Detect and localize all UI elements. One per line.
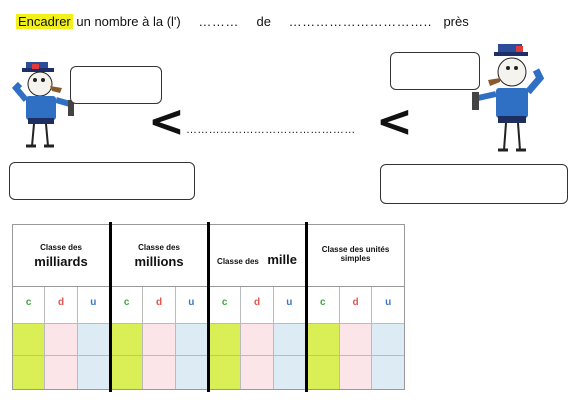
class-unites-simples: Classe des unités simples c d u [306,224,405,390]
upper-answer-box[interactable] [380,164,568,204]
cell[interactable] [45,355,77,389]
class-mille: Classe des mille c d u [208,224,306,390]
cell[interactable] [372,323,405,356]
cell[interactable] [339,323,372,356]
policeman-right-illustration [472,44,545,152]
class-separator [109,222,112,392]
cell[interactable] [273,323,305,356]
class-title: Classe des mille [209,225,305,287]
class-name: millions [134,254,184,269]
class-title: Classe des milliards [13,225,109,287]
class-caption: Classe des [138,243,180,252]
blank-precision[interactable]: ………………………….. [288,14,432,29]
cell[interactable] [77,323,109,356]
middle-number-blank[interactable]: ……………………………………… [186,124,356,136]
instruction-header: Encadrer un nombre à la (l') ……… de …………… [16,14,469,29]
lower-answer-box[interactable] [9,162,195,200]
upper-bound-bubble[interactable] [390,52,480,90]
col-label-u: u [90,297,97,308]
instruction-de: de [256,14,271,29]
cell[interactable] [307,355,339,389]
instruction-verb: Encadrer [16,14,73,29]
class-separator [207,222,210,392]
number-classes-table: Classe des milliards c d u Classe des mi… [12,222,405,392]
col-label-d: d [155,297,163,308]
cell[interactable] [209,323,241,356]
cell[interactable] [307,323,339,356]
instruction-text: un nombre à la (l') [76,14,181,29]
class-name: milliards [34,254,88,269]
cell[interactable] [13,355,45,389]
class-name: mille [267,252,297,267]
blank-unit[interactable]: ……… [198,14,239,29]
cell[interactable] [273,355,305,389]
class-title: Classe des millions [111,225,207,287]
col-label-d: d [57,297,65,308]
cell[interactable] [175,323,207,356]
cell[interactable] [111,355,143,389]
less-than-sign-left: < [148,96,185,147]
cell[interactable] [175,355,207,389]
class-caption: Classe des [40,243,82,252]
cell[interactable] [77,355,109,389]
col-label-u: u [286,297,293,308]
cell[interactable] [13,323,45,356]
col-label-c: c [320,297,326,308]
col-label-d: d [352,297,359,308]
cell[interactable] [143,355,175,389]
col-label-d: d [253,297,261,308]
cell[interactable] [209,355,241,389]
cell[interactable] [111,323,143,356]
lower-bound-bubble[interactable] [70,66,162,104]
col-label-c: c [123,297,130,308]
less-than-sign-right: < [376,96,413,147]
class-caption: Classe des unités simples [321,245,390,263]
instruction-pres: près [443,14,469,29]
class-millions: Classe des millions c d u [110,224,208,390]
class-milliards: Classe des milliards c d u [12,224,110,390]
class-separator [305,222,308,392]
col-label-c: c [221,297,228,308]
policeman-left-illustration [11,62,74,148]
col-label-c: c [25,297,32,308]
cell[interactable] [45,323,77,356]
cell[interactable] [241,323,273,356]
col-label-u: u [188,297,195,308]
cell[interactable] [241,355,273,389]
class-title: Classe des unités simples [307,225,404,287]
cell[interactable] [143,323,175,356]
col-label-u: u [385,297,392,308]
class-caption: Classe des [217,257,259,266]
cell[interactable] [339,355,372,389]
cell[interactable] [372,355,405,389]
